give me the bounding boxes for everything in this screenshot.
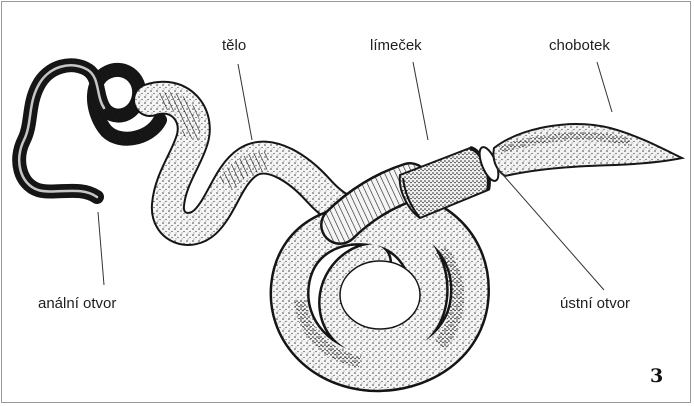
label-telo: tělo: [222, 38, 246, 53]
leader-analni-otvor: [98, 212, 104, 285]
label-chobotek: chobotek: [549, 38, 610, 53]
worm-proboscis: [493, 124, 682, 176]
worm-body-loop: [290, 210, 470, 373]
label-analni-otvor: anální otvor: [38, 296, 116, 311]
worm-tail: [19, 65, 160, 197]
leader-telo: [238, 64, 252, 140]
label-ustni-otvor: ústní otvor: [560, 296, 630, 311]
leader-limecek: [413, 62, 428, 140]
label-limecek: límeček: [370, 38, 422, 53]
leader-ustni-otvor: [497, 168, 604, 290]
worm-collar: [400, 145, 502, 218]
figure-number: 3: [650, 367, 663, 386]
leader-chobotek: [597, 62, 612, 112]
